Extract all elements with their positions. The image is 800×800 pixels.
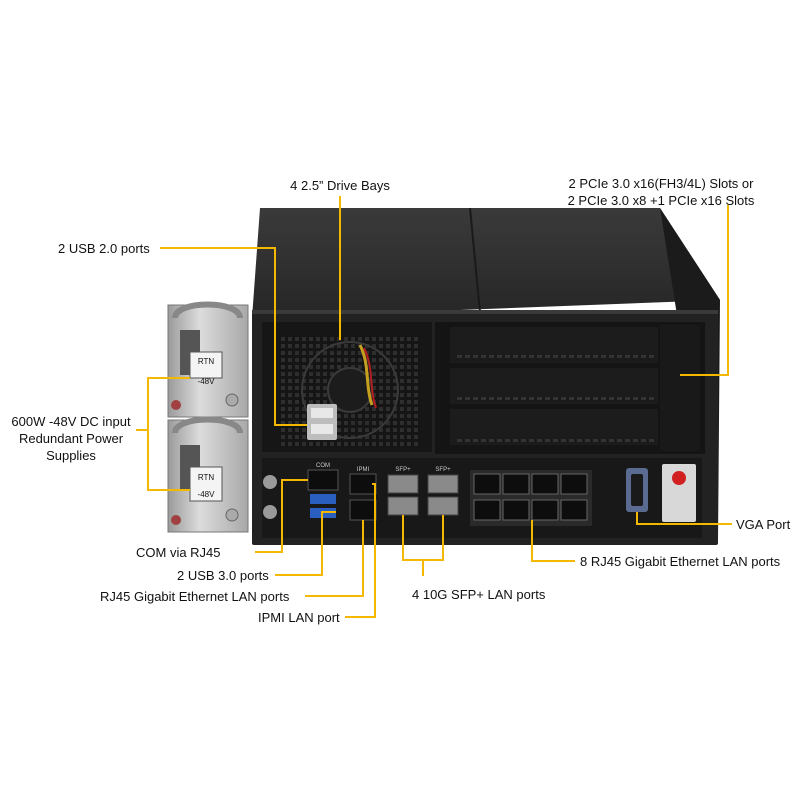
- label-pcie-line-2: 2 PCIe 3.0 x8 +1 PCIe x16 Slots: [567, 193, 755, 208]
- psu-top-48v: -48V: [198, 377, 216, 386]
- label-psu-line-3: Supplies: [46, 448, 96, 463]
- label-usb3: 2 USB 3.0 ports: [177, 568, 269, 583]
- rj45-port-8: [560, 499, 588, 521]
- callout-rj45-8: [531, 520, 575, 562]
- rj45-port-3: [531, 473, 559, 495]
- sfp-label-b: SFP+: [435, 467, 451, 473]
- sfp-port-3: [427, 474, 459, 494]
- sfp-label-a: SFP+: [395, 467, 411, 473]
- rj45-port-4: [560, 473, 588, 495]
- chassis-top: [252, 208, 720, 318]
- rj45-port-6: [502, 499, 530, 521]
- sfp-port-4: [427, 496, 459, 516]
- usb3-port-1: [310, 494, 336, 504]
- gbe-lan-port: [349, 499, 377, 521]
- drive-bay-area: [262, 322, 432, 452]
- callout-usb2: [160, 247, 307, 426]
- psu-bottom: RTN -48V: [167, 416, 249, 533]
- com-port-label: COM: [316, 463, 330, 469]
- label-psu-line-1: 600W -48V DC input: [11, 414, 131, 429]
- psu-top: RTN -48V: [167, 301, 249, 418]
- label-ipmi: IPMI LAN port: [258, 610, 340, 625]
- sfp-port-1: [387, 474, 419, 494]
- label-psu-line-2: Redundant Power: [18, 431, 124, 446]
- label-rj45-lan: RJ45 Gigabit Ethernet LAN ports: [100, 589, 290, 604]
- callout-pcie: [680, 205, 729, 376]
- front-control-panel: [662, 464, 696, 522]
- label-com: COM via RJ45: [136, 545, 221, 560]
- label-drive-bays: 4 2.5” Drive Bays: [290, 178, 390, 193]
- io-panel: COM IPMI SFP+ SFP+: [262, 458, 702, 538]
- label-rj45-8: 8 RJ45 Gigabit Ethernet LAN ports: [580, 554, 781, 569]
- rj45-port-7: [531, 499, 559, 521]
- ipmi-port-label: IPMI: [357, 467, 370, 473]
- usb2-ports: [307, 404, 337, 440]
- rj45-port-5: [473, 499, 501, 521]
- label-usb2: 2 USB 2.0 ports: [58, 241, 150, 256]
- rj45-port-2: [502, 473, 530, 495]
- pcie-slots: [435, 322, 705, 454]
- callout-ipmi: [345, 483, 376, 618]
- psu-bottom-48v: -48V: [198, 490, 216, 499]
- label-psu: 600W -48V DC input Redundant Power Suppl…: [6, 413, 136, 464]
- callout-vga: [636, 512, 732, 525]
- rj45-8-block: [470, 470, 592, 526]
- callout-usb3: [275, 511, 336, 576]
- label-pcie-line-1: 2 PCIe 3.0 x16(FH3/4L) Slots or: [568, 176, 754, 191]
- com-port: [307, 469, 339, 491]
- label-sfp: 4 10G SFP+ LAN ports: [412, 587, 546, 602]
- psu-bottom-rtn: RTN: [198, 473, 215, 482]
- sfp-port-2: [387, 496, 419, 516]
- psu-top-rtn: RTN: [198, 357, 215, 366]
- label-vga: VGA Port: [736, 517, 791, 532]
- rj45-port-1: [473, 473, 501, 495]
- callout-psu: [147, 377, 190, 491]
- callout-rj45-lan: [305, 520, 364, 597]
- callout-com: [255, 479, 308, 553]
- label-pcie: 2 PCIe 3.0 x16(FH3/4L) Slots or 2 PCIe 3…: [556, 175, 766, 209]
- power-button: [672, 471, 686, 485]
- callout-lines: [136, 196, 732, 618]
